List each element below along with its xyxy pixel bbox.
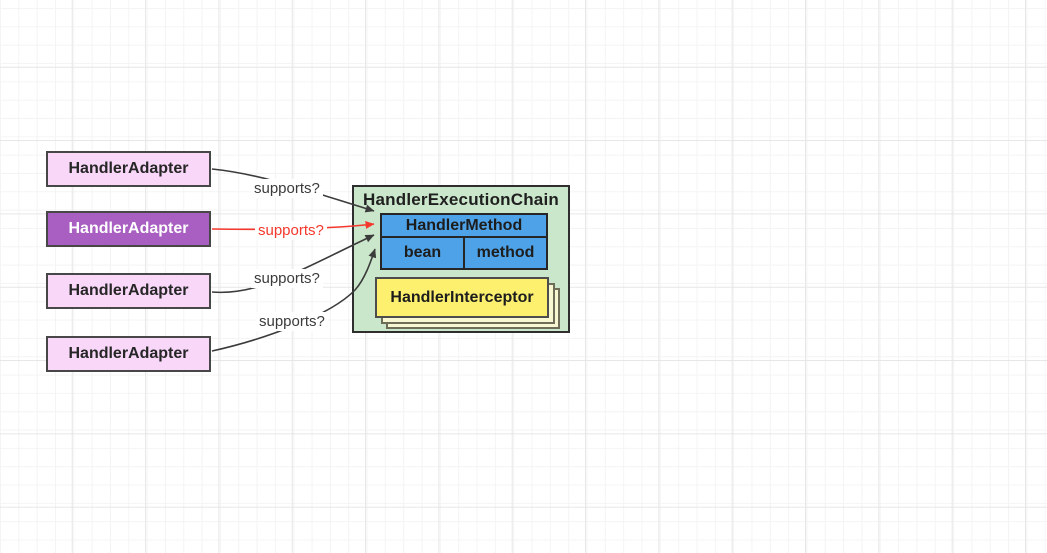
handler-adapter-label: HandlerAdapter (68, 220, 189, 237)
method-cell-label: method (476, 244, 535, 261)
handler-execution-chain-box[interactable]: HandlerExecutionChain HandlerMethod bean… (352, 185, 570, 333)
handler-method-fields-row: bean method (382, 238, 546, 268)
bean-cell[interactable]: bean (382, 238, 465, 268)
edge-label-supports-2-red[interactable]: supports? (255, 221, 327, 240)
handler-adapter-box-1[interactable]: HandlerAdapter (46, 151, 211, 187)
handler-adapter-box-2-highlighted[interactable]: HandlerAdapter (46, 211, 211, 247)
bean-cell-label: bean (403, 244, 442, 261)
handler-execution-chain-title: HandlerExecutionChain (363, 190, 559, 209)
handler-adapter-label: HandlerAdapter (68, 282, 189, 299)
handler-adapter-label: HandlerAdapter (68, 160, 189, 177)
handler-adapter-box-4[interactable]: HandlerAdapter (46, 336, 211, 372)
handler-adapter-label: HandlerAdapter (68, 345, 189, 362)
handler-interceptor-stack[interactable]: HandlerInterceptor (375, 277, 560, 329)
handler-interceptor-label: HandlerInterceptor (390, 288, 534, 306)
edge-label-supports-4[interactable]: supports? (256, 312, 328, 331)
edge-label-supports-3[interactable]: supports? (251, 269, 323, 288)
handler-interceptor-box[interactable]: HandlerInterceptor (375, 277, 549, 318)
edge-adapter4-to-handler-method[interactable] (211, 248, 377, 352)
handler-method-title: HandlerMethod (382, 215, 546, 238)
handler-method-box[interactable]: HandlerMethod bean method (380, 213, 548, 270)
method-cell[interactable]: method (465, 238, 546, 268)
handler-adapter-box-3[interactable]: HandlerAdapter (46, 273, 211, 309)
edge-label-supports-1[interactable]: supports? (251, 179, 323, 198)
